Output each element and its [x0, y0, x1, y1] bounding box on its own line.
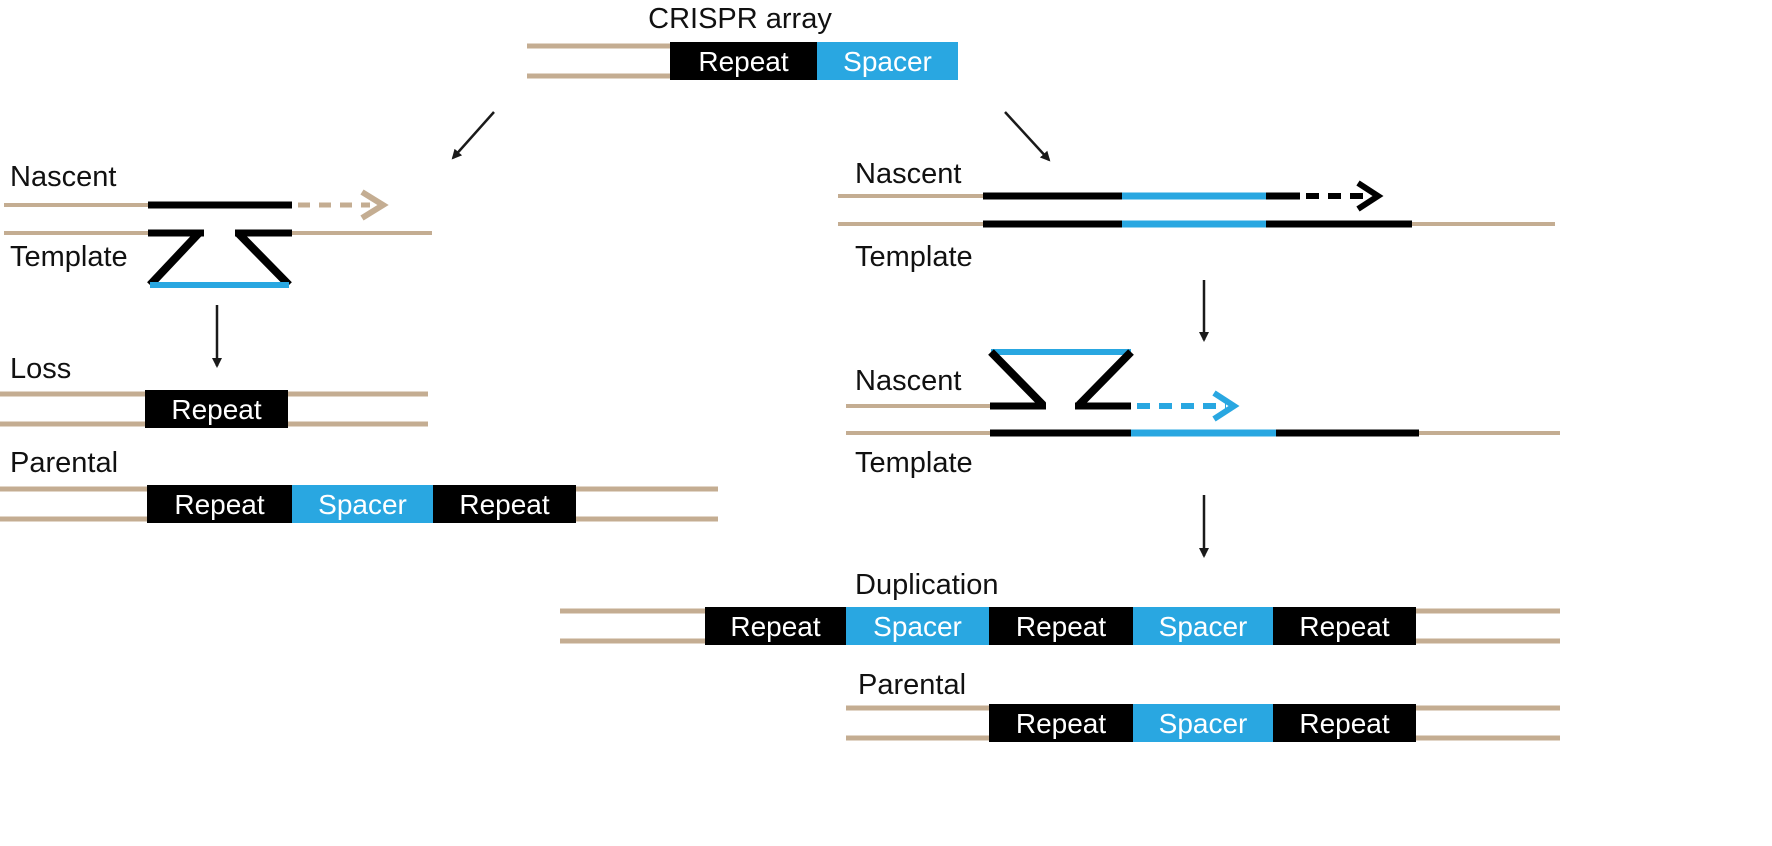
arrow-to-duplication-icon	[1004, 111, 1051, 162]
dup-template-label-2: Template	[855, 447, 973, 479]
repeat-label: Repeat	[174, 489, 265, 520]
repeat-label: Repeat	[1299, 611, 1390, 642]
dup-result-array: Repeat Spacer Repeat Spacer Repeat	[560, 607, 1560, 645]
crispr-array-top: Repeat Spacer Repeat	[0, 42, 958, 80]
dup-nascent-label-2: Nascent	[855, 365, 961, 397]
repeat-block	[145, 390, 288, 428]
spacer-block	[292, 485, 433, 523]
repeat-block	[670, 42, 817, 80]
repeat-label: Repeat	[1016, 708, 1107, 739]
repeat-block	[147, 485, 292, 523]
repeat-block	[705, 607, 846, 645]
diagram-title: CRISPR array	[648, 3, 832, 35]
spacer-label: Spacer	[1159, 611, 1248, 642]
arrow-to-loss-icon	[451, 111, 495, 160]
loss-nascent-label: Nascent	[10, 161, 116, 193]
spacer-block	[846, 607, 989, 645]
spacer-label: Spacer	[843, 46, 932, 77]
loss-extension-dotted-arrow-icon	[298, 189, 389, 221]
repeat-block	[1273, 607, 1416, 645]
spacer-block	[817, 42, 958, 80]
repeat-label: Repeat	[1016, 611, 1107, 642]
spacer-label: Spacer	[318, 489, 407, 520]
repeat-block	[989, 704, 1133, 742]
dup-parental-label: Parental	[858, 669, 966, 701]
repeat-label: Repeat	[0, 46, 45, 77]
spacer-block	[1133, 607, 1273, 645]
spacer-label: Spacer	[1159, 708, 1248, 739]
loss-parental-label: Parental	[10, 447, 118, 479]
dup-slippage-structure	[846, 349, 1240, 422]
repeat-label: Repeat	[698, 46, 789, 77]
dup-extension-dotted-arrow-icon-2	[1137, 390, 1240, 422]
dup-extension-dotted-arrow-icon-1	[1306, 180, 1384, 212]
repeat-block	[1273, 704, 1416, 742]
repeat-label: Repeat	[1299, 708, 1390, 739]
loss-result-label: Loss	[10, 353, 71, 385]
dup-result-label: Duplication	[855, 569, 998, 601]
repeat-label: Repeat	[730, 611, 821, 642]
repeat-label: Repeat	[459, 489, 550, 520]
dup-nascent-strand-1	[838, 180, 1384, 212]
repeat-block	[433, 485, 576, 523]
dup-template-label-1: Template	[855, 241, 973, 273]
dup-nascent-label-1: Nascent	[855, 158, 961, 190]
spacer-block	[1133, 704, 1273, 742]
loss-slippage-structure	[4, 189, 432, 288]
loss-result-array: Repeat	[0, 390, 428, 428]
loss-parental-array: Repeat Spacer Repeat	[0, 485, 718, 523]
repeat-label: Repeat	[171, 394, 262, 425]
loss-template-label: Template	[10, 241, 128, 273]
spacer-label: Spacer	[873, 611, 962, 642]
dup-parental-array: Repeat Spacer Repeat	[846, 704, 1560, 742]
repeat-block	[989, 607, 1133, 645]
